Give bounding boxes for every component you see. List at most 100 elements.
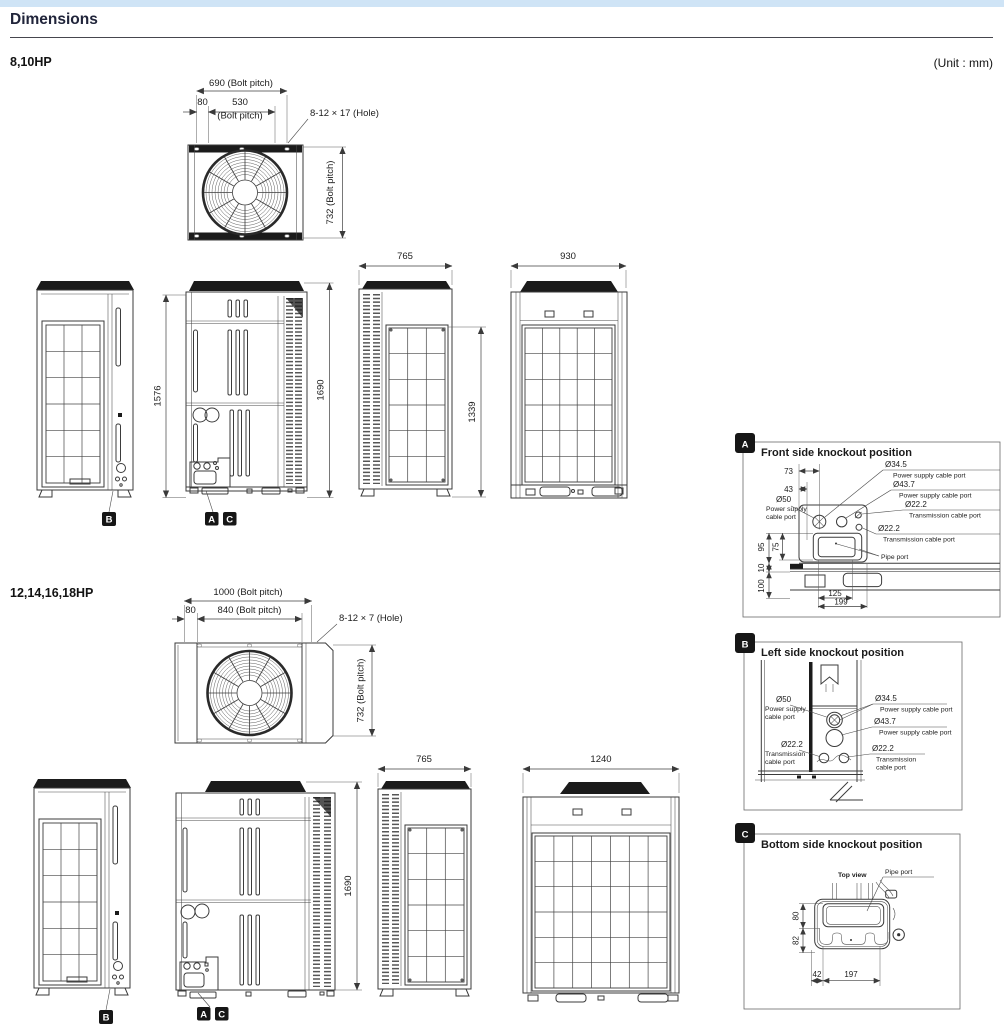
dim-hole-810: 8-12 × 17 (Hole) — [310, 108, 379, 119]
box-a-drawing: 73 43 Ø50 Power supply cable port 95 75 … — [757, 460, 1000, 610]
dim-hole-1218: 8-12 × 7 (Hole) — [339, 613, 403, 624]
dim-1576: 1576 — [153, 385, 164, 406]
dim-930: 930 — [560, 251, 576, 262]
dim-80: 80 — [197, 97, 208, 108]
tag-a-label: A — [208, 514, 215, 525]
dim-765-1218: 765 — [416, 754, 432, 765]
box-b-d437: Ø43.7 — [874, 717, 896, 726]
section-label-810hp: 8,10HP — [10, 55, 52, 69]
box-c-bottom-knockout: C Bottom side knockout position Top view… — [735, 823, 961, 1010]
box-b-d222l: Ø22.2 — [781, 740, 803, 749]
box-a-pipe-label: Pipe port — [881, 554, 908, 561]
dim-1339: 1339 — [467, 401, 478, 422]
box-b-drawing: Ø50 Power supply cable port Ø22.2 Transm… — [755, 660, 953, 803]
dim-765-810: 765 — [397, 251, 413, 262]
box-b-d222r-l2: cable port — [876, 765, 906, 772]
dim-690-bolt-pitch: 690 (Bolt pitch) — [209, 78, 273, 89]
dim-c197: 197 — [844, 970, 858, 979]
dim-1240: 1240 — [590, 754, 611, 765]
dim-1690-810: 1690 — [316, 379, 327, 400]
box-b-left-knockout: B Left side knockout position — [735, 633, 963, 811]
dim-43: 43 — [784, 485, 793, 494]
box-b-d345: Ø34.5 — [875, 694, 897, 703]
top-view-810: 690 (Bolt pitch) 80 530 (Bolt pitch) 8-1… — [183, 78, 379, 241]
box-b-d222l-l1: Transmission — [765, 751, 805, 758]
dim-530-note: (Bolt pitch) — [217, 111, 262, 122]
front-view-1218: A C 1690 — [175, 781, 362, 1021]
dim-1690-1218: 1690 — [343, 875, 354, 896]
dim-95: 95 — [757, 542, 766, 551]
box-a-d50-l1: Power supply — [766, 506, 807, 513]
box-c-title: Bottom side knockout position — [761, 839, 923, 851]
box-b-title: Left side knockout position — [761, 647, 904, 659]
box-a-title: Front side knockout position — [761, 447, 912, 459]
box-a-d345: Ø34.5 — [885, 460, 907, 469]
side-view-1218-dims: 765 — [377, 754, 472, 787]
dim-125: 125 — [828, 589, 842, 598]
box-b-tag-label: B — [742, 640, 749, 651]
tag-c-1218-label: C — [218, 1009, 225, 1020]
tag-a — [205, 512, 219, 526]
side-view — [358, 281, 453, 497]
dim-c80: 80 — [792, 911, 801, 920]
box-a-d437-label: Power supply cable port — [899, 493, 972, 500]
box-b-d345-label: Power supply cable port — [880, 707, 953, 714]
section-1218hp-drawings: 1000 (Bolt pitch) 80 840 (Bolt pitch) 8-… — [32, 587, 680, 1024]
unit-note: (Unit : mm) — [933, 56, 993, 70]
dim-73: 73 — [784, 467, 793, 476]
tag-c — [223, 512, 237, 526]
box-a-d50-l2: cable port — [766, 514, 796, 521]
box-b-tag — [735, 633, 755, 653]
side-view-810-dims: 765 1339 — [358, 251, 486, 498]
accent-top-bar — [0, 0, 1004, 7]
top-view-1218: 1000 (Bolt pitch) 80 840 (Bolt pitch) 8-… — [172, 587, 403, 744]
tag-c-1218 — [215, 1007, 229, 1021]
box-a-front-knockout: A Front side knockout position — [735, 433, 1001, 618]
section-label-1218hp: 12,14,16,18HP — [10, 586, 94, 600]
left-side-view-1218 — [32, 778, 132, 1024]
dim-199: 199 — [834, 598, 848, 607]
box-b-d50-l1: Power supply — [765, 706, 806, 713]
box-b-d50: Ø50 — [776, 695, 792, 704]
box-a-d222a-label: Transmission cable port — [909, 513, 981, 520]
box-c-tag-label: C — [742, 830, 749, 841]
dim-80-1218: 80 — [185, 605, 196, 616]
tag-b-label: B — [106, 515, 113, 526]
box-c-tag — [735, 823, 755, 843]
box-c-top-view-label: Top view — [838, 872, 867, 879]
dim-732-810: 732 (Bolt pitch) — [325, 161, 336, 225]
box-b-d437-label: Power supply cable port — [879, 730, 952, 737]
dim-732-1218: 732 (Bolt pitch) — [356, 659, 367, 723]
tag-c-label: C — [226, 514, 233, 525]
tag-b — [102, 512, 116, 526]
dim-10: 10 — [757, 563, 766, 572]
box-a-tag — [735, 433, 755, 453]
dim-75: 75 — [772, 542, 781, 551]
section-810hp-drawings: 690 (Bolt pitch) 80 530 (Bolt pitch) 8-1… — [36, 78, 628, 526]
box-a-d345-label: Power supply cable port — [893, 473, 966, 480]
dim-530: 530 — [232, 97, 248, 108]
page-title: Dimensions — [10, 11, 98, 28]
box-a-d222a: Ø22.2 — [905, 500, 927, 509]
box-a-d437: Ø43.7 — [893, 480, 915, 489]
box-b-d222l-l2: cable port — [765, 759, 795, 766]
box-b-d222r-l1: Transmission — [876, 757, 916, 764]
front-view-810: A C 1576 1690 — [153, 281, 334, 526]
dim-100: 100 — [757, 579, 766, 593]
dim-c82: 82 — [792, 936, 801, 945]
box-b-d50-l2: cable port — [765, 714, 795, 721]
dim-840: 840 (Bolt pitch) — [218, 605, 282, 616]
box-a-d50: Ø50 — [776, 495, 792, 504]
tag-a-1218 — [197, 1007, 211, 1021]
left-side-view: B — [36, 281, 134, 526]
dim-1000-bolt-pitch: 1000 (Bolt pitch) — [213, 587, 282, 598]
box-c-drawing: Top view Pipe port — [792, 869, 934, 986]
box-c-pipe-label: Pipe port — [885, 869, 912, 876]
side-view-1218 — [378, 781, 471, 996]
rear-view-1218: 1240 — [522, 754, 680, 1003]
box-a-d222b-label: Transmission cable port — [883, 537, 955, 544]
tag-a-1218-label: A — [200, 1009, 207, 1020]
title-divider — [10, 37, 993, 38]
dim-c42: 42 — [813, 970, 822, 979]
